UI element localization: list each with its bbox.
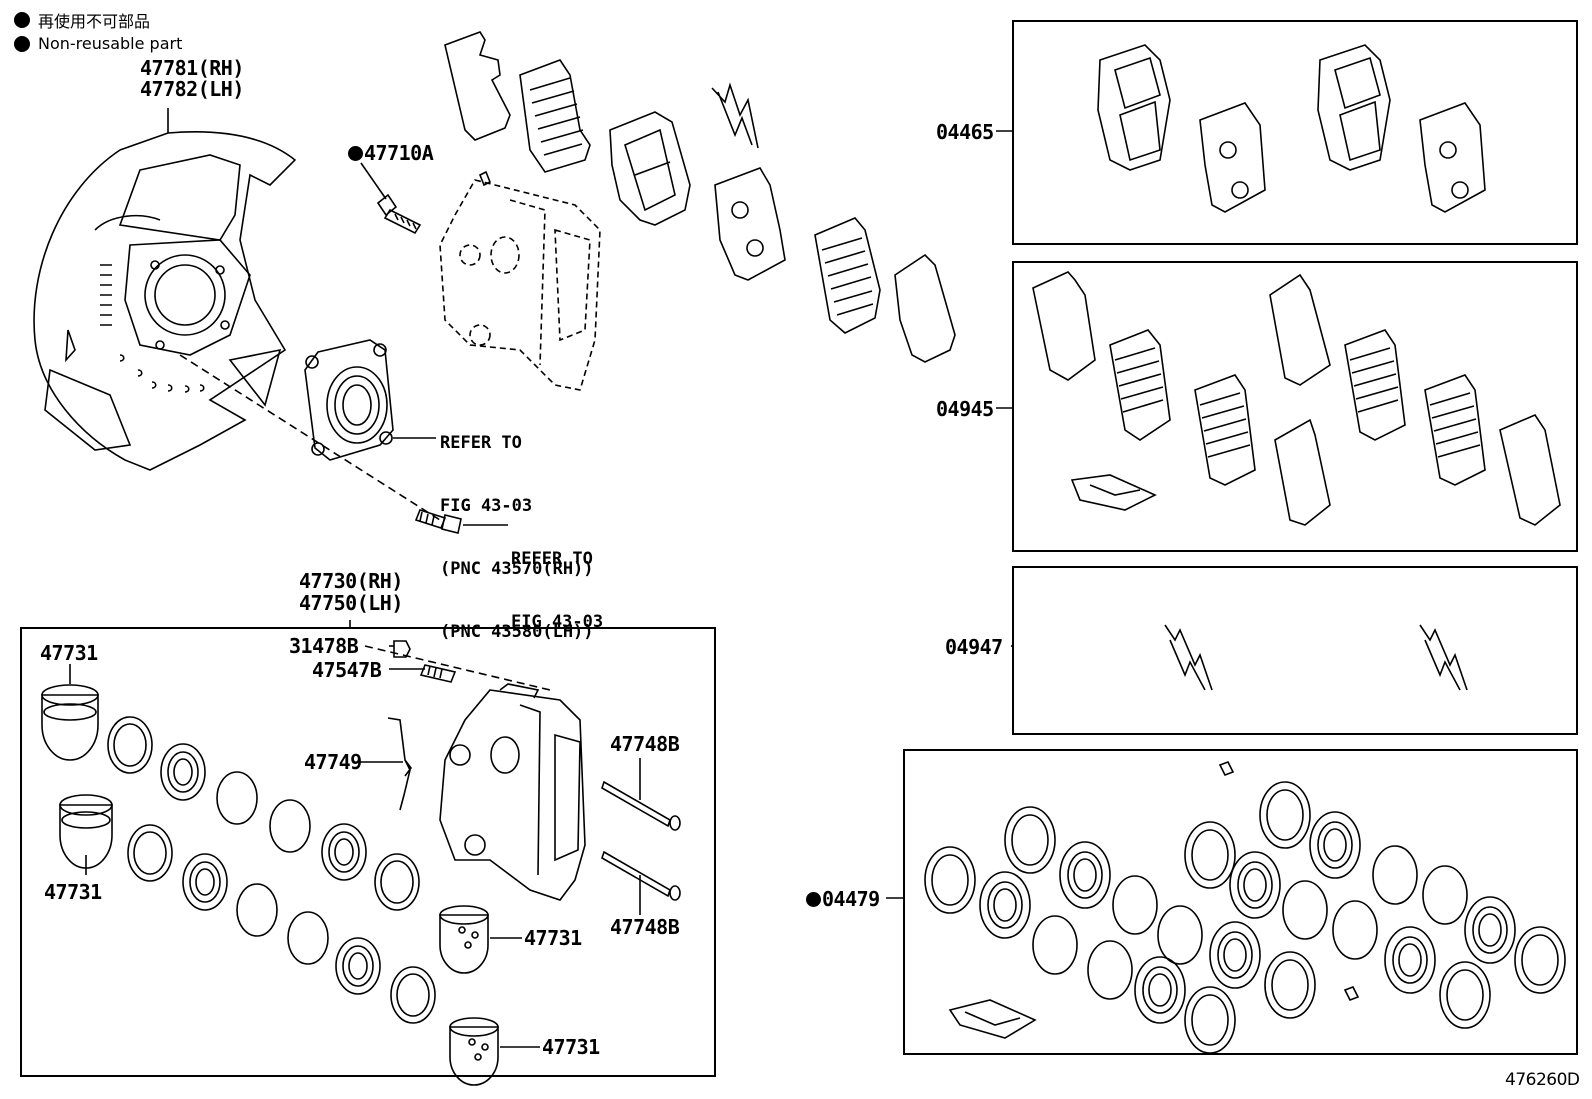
label-47748b-bottom: 47748B	[610, 915, 680, 939]
top-shim-3	[714, 167, 786, 281]
hub-ref-line-3: (PNC 43570(RH))	[440, 559, 594, 579]
label-47782: 47782(LH)	[140, 77, 244, 101]
label-04945: 04945	[936, 397, 994, 421]
pin-top	[601, 780, 681, 831]
label-47781: 47781(RH)	[140, 56, 244, 80]
bolt-ref-line-1: REFER TO	[511, 549, 593, 569]
hub-ref-line-2: FIG 43-03	[440, 496, 533, 516]
caliper-outline-top	[439, 179, 601, 391]
label-04947: 04947	[945, 635, 1003, 659]
legend-jp-text: 再使用不可部品	[38, 12, 151, 31]
kit-clips	[1164, 624, 1468, 691]
caliper-pistons-seals	[41, 684, 499, 1086]
bleeder-cap	[393, 640, 411, 658]
bolt-reference: REFER TO FIG 43-03	[511, 507, 603, 654]
label-47710a-wrap: 47710A	[348, 141, 434, 165]
top-pad-1	[609, 111, 691, 226]
kit-seals	[924, 760, 1566, 1054]
label-47730: 47730(RH)	[299, 569, 403, 593]
spring-47749	[387, 717, 412, 811]
non-reusable-marker	[14, 12, 30, 28]
caliper-body	[439, 683, 586, 901]
hub-bolt	[414, 509, 462, 534]
label-47748b-top: 47748B	[610, 732, 680, 756]
label-47710a: 47710A	[364, 141, 434, 165]
kit-pad-a	[1097, 44, 1171, 171]
hub-reference: REFER TO FIG 43-03 (PNC 43570(RH)) (PNC …	[440, 391, 594, 664]
non-reusable-marker	[348, 145, 363, 161]
kit-shim-a	[1199, 102, 1266, 213]
legend-jp: 再使用不可部品	[14, 8, 150, 32]
top-shim-1	[444, 31, 511, 141]
kit-shims	[1032, 271, 1561, 526]
label-47750: 47750(LH)	[299, 591, 403, 615]
dust-cover	[33, 131, 297, 471]
label-47749: 47749	[304, 750, 362, 774]
bolt-47710a	[376, 193, 422, 235]
label-47731-mid: 47731	[524, 926, 582, 950]
top-shim-5	[894, 253, 956, 363]
shim-kit-box	[1012, 261, 1578, 552]
label-04479: 04479	[822, 887, 880, 911]
top-shim-2	[519, 59, 591, 173]
label-47547b: 47547B	[312, 658, 382, 682]
non-reusable-marker	[14, 35, 30, 52]
pin-bottom	[601, 850, 681, 901]
top-shim-4	[814, 217, 881, 334]
kit-shim-b	[1419, 102, 1486, 213]
hub-ref-line-4: (PNC 43580(LH))	[440, 622, 594, 642]
kit-pad-b	[1317, 44, 1391, 171]
label-47731-bottom: 47731	[542, 1035, 600, 1059]
label-47731-left: 47731	[44, 880, 102, 904]
legend-en-text: Non-reusable part	[38, 34, 183, 53]
legend-en: Non-reusable part	[14, 34, 182, 53]
figure-id: 476260D	[1505, 1070, 1580, 1090]
fitting-kit-box	[1012, 566, 1578, 735]
bleeder-screw	[419, 664, 457, 683]
hub-ref-line-1: REFER TO	[440, 433, 522, 453]
seal-kit-box	[903, 749, 1578, 1055]
label-31478b: 31478B	[289, 634, 359, 658]
non-reusable-marker	[806, 891, 821, 907]
caliper-assembly-box	[20, 627, 716, 1077]
top-clip	[711, 82, 759, 149]
label-04465: 04465	[936, 120, 994, 144]
pad-kit-box	[1012, 20, 1578, 245]
bolt-ref-line-2: FIG 43-03	[511, 612, 604, 632]
label-04479-wrap: 04479	[806, 889, 880, 909]
label-47731-top: 47731	[40, 641, 98, 665]
